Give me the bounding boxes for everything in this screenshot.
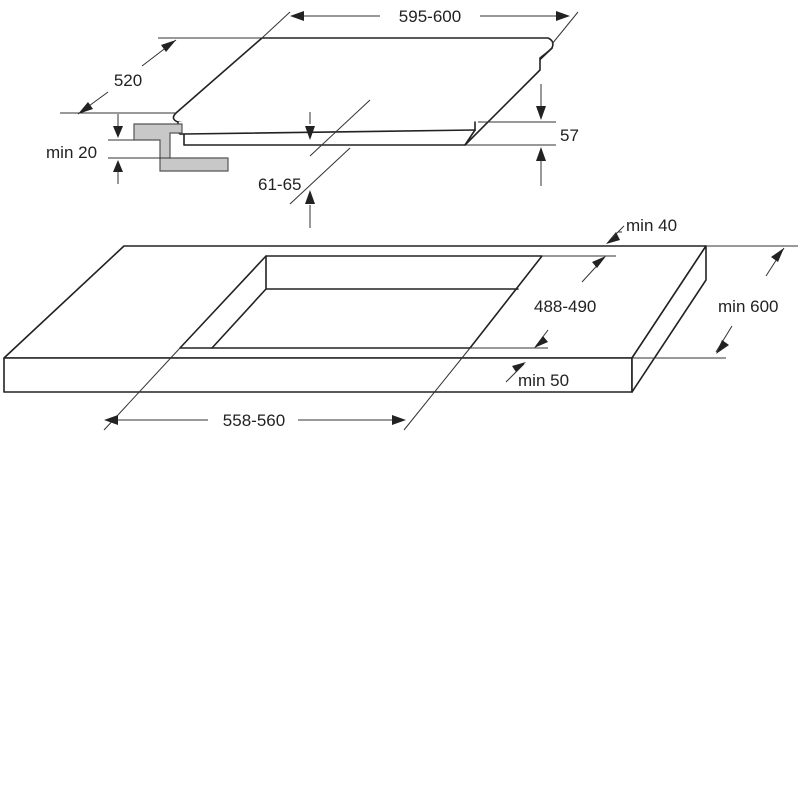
dim-front-margin: min 50 bbox=[505, 362, 569, 390]
dim-cutout-depth: 488-490 bbox=[470, 255, 616, 349]
mounting-bracket bbox=[133, 123, 229, 172]
worktop bbox=[3, 245, 707, 393]
dim-hob-width: 595-600 bbox=[261, 7, 579, 45]
dim-cutout-width: 558-560 bbox=[103, 347, 471, 431]
dim-worktop-depth-label: min 600 bbox=[718, 297, 778, 316]
dim-clip-clearance-label: min 20 bbox=[46, 143, 97, 162]
dim-hob-width-label: 595-600 bbox=[399, 7, 461, 26]
dim-hob-height-label: 57 bbox=[560, 126, 579, 145]
dim-worktop-depth: min 600 bbox=[632, 245, 798, 359]
dim-rear-margin-label: min 40 bbox=[626, 216, 677, 235]
dim-hob-depth: 520 bbox=[60, 37, 262, 115]
dim-clip-clearance: min 20 bbox=[46, 114, 170, 184]
dim-rear-margin: min 40 bbox=[606, 216, 677, 244]
dim-cutout-width-label: 558-560 bbox=[223, 411, 285, 430]
worktop-cutout-inner bbox=[211, 255, 519, 349]
dim-hob-height: 57 bbox=[466, 84, 579, 186]
dim-cutout-depth-label: 488-490 bbox=[534, 297, 596, 316]
dim-inner-offset: 61-65 bbox=[258, 99, 371, 228]
dim-hob-depth-label: 520 bbox=[114, 71, 142, 90]
dim-front-margin-label: min 50 bbox=[518, 371, 569, 390]
worktop-side bbox=[631, 245, 707, 393]
dim-inner-offset-label: 61-65 bbox=[258, 175, 301, 194]
hob bbox=[172, 37, 554, 146]
